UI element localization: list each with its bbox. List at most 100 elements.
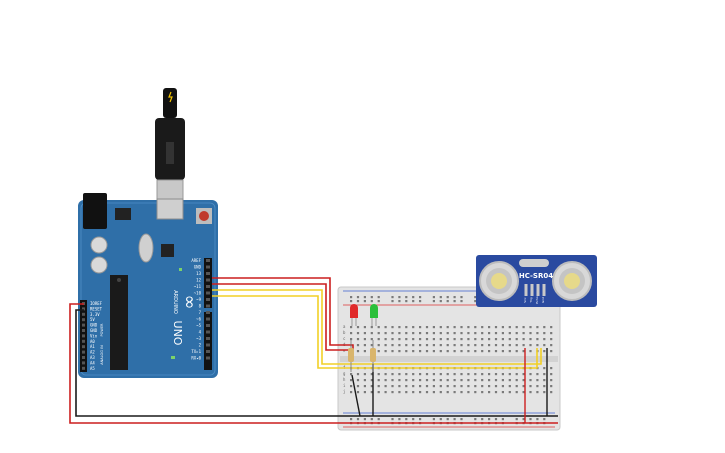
breadboard-hole[interactable] (508, 344, 511, 347)
wire-black-led[interactable] (351, 374, 361, 417)
breadboard-hole[interactable] (363, 344, 366, 347)
breadboard-hole[interactable] (494, 338, 498, 341)
breadboard-hole[interactable] (391, 350, 394, 353)
breadboard-hole[interactable] (453, 379, 456, 382)
breadboard-hole[interactable] (398, 379, 401, 382)
breadboard-hole[interactable] (515, 332, 518, 335)
breadboard-hole[interactable] (419, 344, 422, 347)
breadboard-hole[interactable] (370, 391, 373, 394)
breadboard-hole[interactable] (453, 332, 456, 335)
breadboard-hole[interactable] (494, 350, 498, 353)
breadboard-hole[interactable] (356, 350, 360, 353)
breadboard-hole[interactable] (467, 391, 470, 394)
breadboard-hole[interactable] (453, 344, 456, 347)
breadboard-hole[interactable] (536, 373, 539, 376)
breadboard-hole[interactable] (488, 391, 491, 394)
breadboard-hole[interactable] (494, 379, 498, 382)
breadboard-hole[interactable] (432, 379, 435, 382)
breadboard-hole[interactable] (363, 373, 366, 376)
breadboard-hole[interactable] (474, 350, 477, 353)
breadboard-hole[interactable] (522, 344, 525, 347)
breadboard-hole[interactable] (405, 373, 408, 376)
breadboard-hole[interactable] (522, 385, 525, 388)
breadboard-hole[interactable] (467, 373, 470, 376)
breadboard-hole[interactable] (481, 418, 484, 421)
breadboard-hole[interactable] (412, 350, 415, 353)
breadboard-hole[interactable] (398, 296, 401, 299)
breadboard-hole[interactable] (474, 373, 477, 376)
breadboard-hole[interactable] (536, 391, 539, 394)
breadboard-hole[interactable] (460, 332, 463, 335)
breadboard-hole[interactable] (405, 296, 408, 299)
breadboard-hole[interactable] (350, 373, 353, 376)
breadboard-hole[interactable] (446, 385, 449, 388)
breadboard-hole[interactable] (501, 326, 504, 329)
breadboard-hole[interactable] (405, 350, 408, 353)
breadboard-hole[interactable] (550, 350, 553, 353)
breadboard-hole[interactable] (522, 350, 525, 353)
breadboard-hole[interactable] (377, 326, 380, 329)
breadboard-hole[interactable] (453, 350, 456, 353)
breadboard-hole[interactable] (419, 332, 422, 335)
breadboard-hole[interactable] (543, 332, 546, 335)
sensor-pin[interactable] (524, 284, 528, 296)
breadboard-hole[interactable] (363, 350, 366, 353)
header-pin[interactable] (206, 311, 210, 314)
breadboard-hole[interactable] (439, 296, 442, 299)
header-pin[interactable] (206, 337, 210, 340)
breadboard-hole[interactable] (391, 418, 394, 421)
breadboard-hole[interactable] (460, 350, 463, 353)
breadboard-hole[interactable] (425, 344, 429, 347)
breadboard-hole[interactable] (467, 338, 470, 341)
breadboard-hole[interactable] (439, 418, 442, 421)
breadboard-hole[interactable] (522, 418, 525, 421)
breadboard-hole[interactable] (439, 332, 442, 335)
breadboard-hole[interactable] (398, 344, 401, 347)
breadboard-hole[interactable] (405, 344, 408, 347)
breadboard-hole[interactable] (460, 391, 463, 394)
breadboard-hole[interactable] (412, 391, 415, 394)
breadboard-hole[interactable] (432, 418, 435, 421)
breadboard-hole[interactable] (384, 344, 387, 347)
breadboard-hole[interactable] (508, 332, 511, 335)
breadboard-hole[interactable] (488, 338, 491, 341)
breadboard-hole[interactable] (543, 338, 546, 341)
breadboard-hole[interactable] (356, 391, 360, 394)
breadboard-hole[interactable] (419, 391, 422, 394)
breadboard-hole[interactable] (522, 332, 525, 335)
breadboard-hole[interactable] (460, 379, 463, 382)
breadboard-hole[interactable] (536, 338, 539, 341)
breadboard-hole[interactable] (522, 391, 525, 394)
breadboard-hole[interactable] (384, 332, 387, 335)
breadboard-hole[interactable] (391, 373, 394, 376)
breadboard-hole[interactable] (356, 385, 360, 388)
wire-red-pin13[interactable] (212, 277, 354, 350)
breadboard-hole[interactable] (529, 379, 532, 382)
breadboard-hole[interactable] (550, 344, 553, 347)
breadboard-hole[interactable] (439, 300, 442, 303)
breadboard-hole[interactable] (432, 391, 435, 394)
breadboard-hole[interactable] (356, 326, 360, 329)
header-pin[interactable] (82, 339, 85, 343)
breadboard-hole[interactable] (377, 332, 380, 335)
breadboard-hole[interactable] (391, 296, 394, 299)
breadboard-hole[interactable] (377, 350, 380, 353)
breadboard-hole[interactable] (501, 379, 504, 382)
breadboard-hole[interactable] (363, 391, 366, 394)
breadboard-hole[interactable] (398, 300, 401, 303)
breadboard-hole[interactable] (515, 418, 518, 421)
breadboard-hole[interactable] (412, 326, 415, 329)
header-pin[interactable] (82, 318, 85, 322)
breadboard-hole[interactable] (425, 350, 429, 353)
breadboard-hole[interactable] (508, 326, 511, 329)
header-pin[interactable] (82, 361, 85, 365)
breadboard-hole[interactable] (460, 300, 463, 303)
breadboard-hole[interactable] (536, 326, 539, 329)
breadboard-hole[interactable] (356, 418, 360, 421)
breadboard-hole[interactable] (384, 338, 387, 341)
breadboard-hole[interactable] (508, 373, 511, 376)
breadboard-hole[interactable] (536, 385, 539, 388)
breadboard-hole[interactable] (377, 391, 380, 394)
breadboard-hole[interactable] (398, 338, 401, 341)
